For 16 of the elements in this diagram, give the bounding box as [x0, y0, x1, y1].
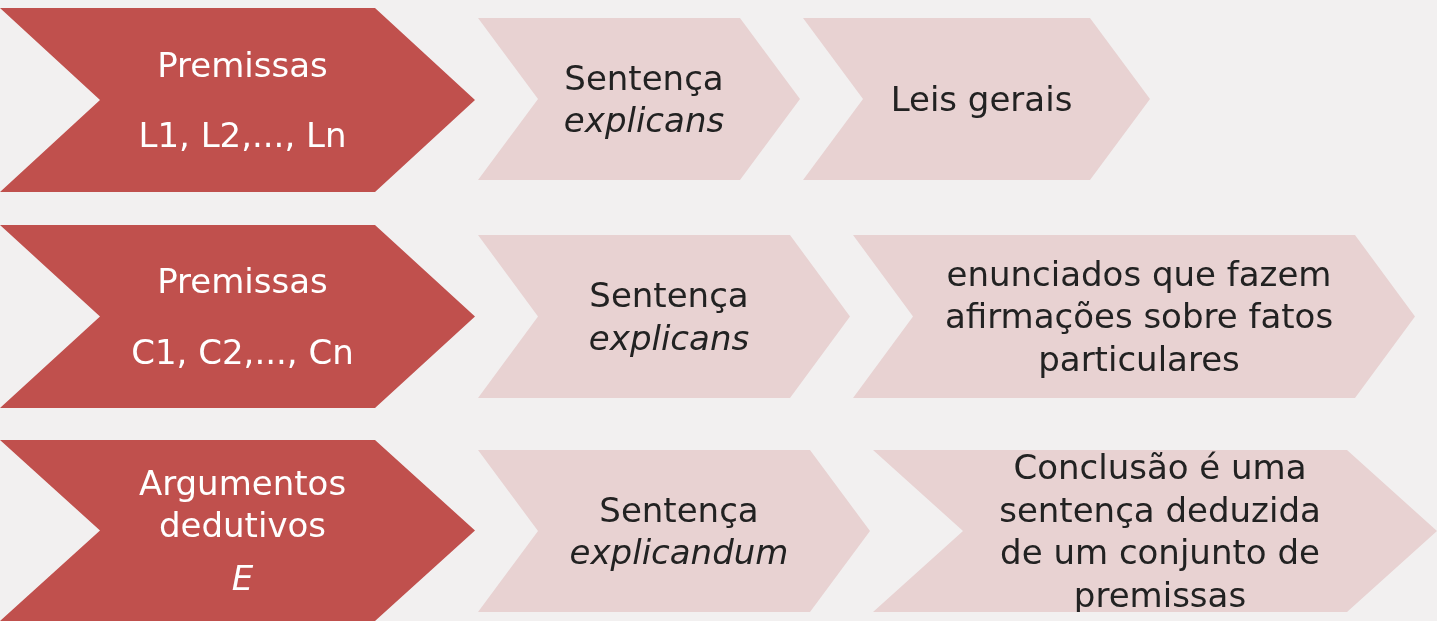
step-label: Premissas [157, 260, 328, 303]
step-label: Sentença explicans [562, 56, 726, 142]
chevron-step [0, 225, 475, 408]
step-label: Sentença explicandum [568, 488, 790, 574]
step-label: Premissas [157, 43, 328, 86]
chevron-step [873, 450, 1437, 612]
step-label: Conclusão é uma sentença deduzida de um conjunto de premissas [998, 446, 1322, 616]
step-label: C1, C2,..., Cn [131, 330, 354, 373]
step-label: Argumentos dedutivos [137, 461, 348, 547]
step-label: enunciados que fazem afirmações sobre fatos particulares [943, 252, 1335, 381]
step-label: Sentença explicans [587, 274, 751, 359]
chevron-step [0, 440, 475, 621]
step-label: L1, L2,..., Ln [138, 114, 347, 157]
step-label: Leis gerais [890, 77, 1073, 121]
chevron-step [0, 8, 475, 192]
step-label: E [231, 556, 254, 600]
